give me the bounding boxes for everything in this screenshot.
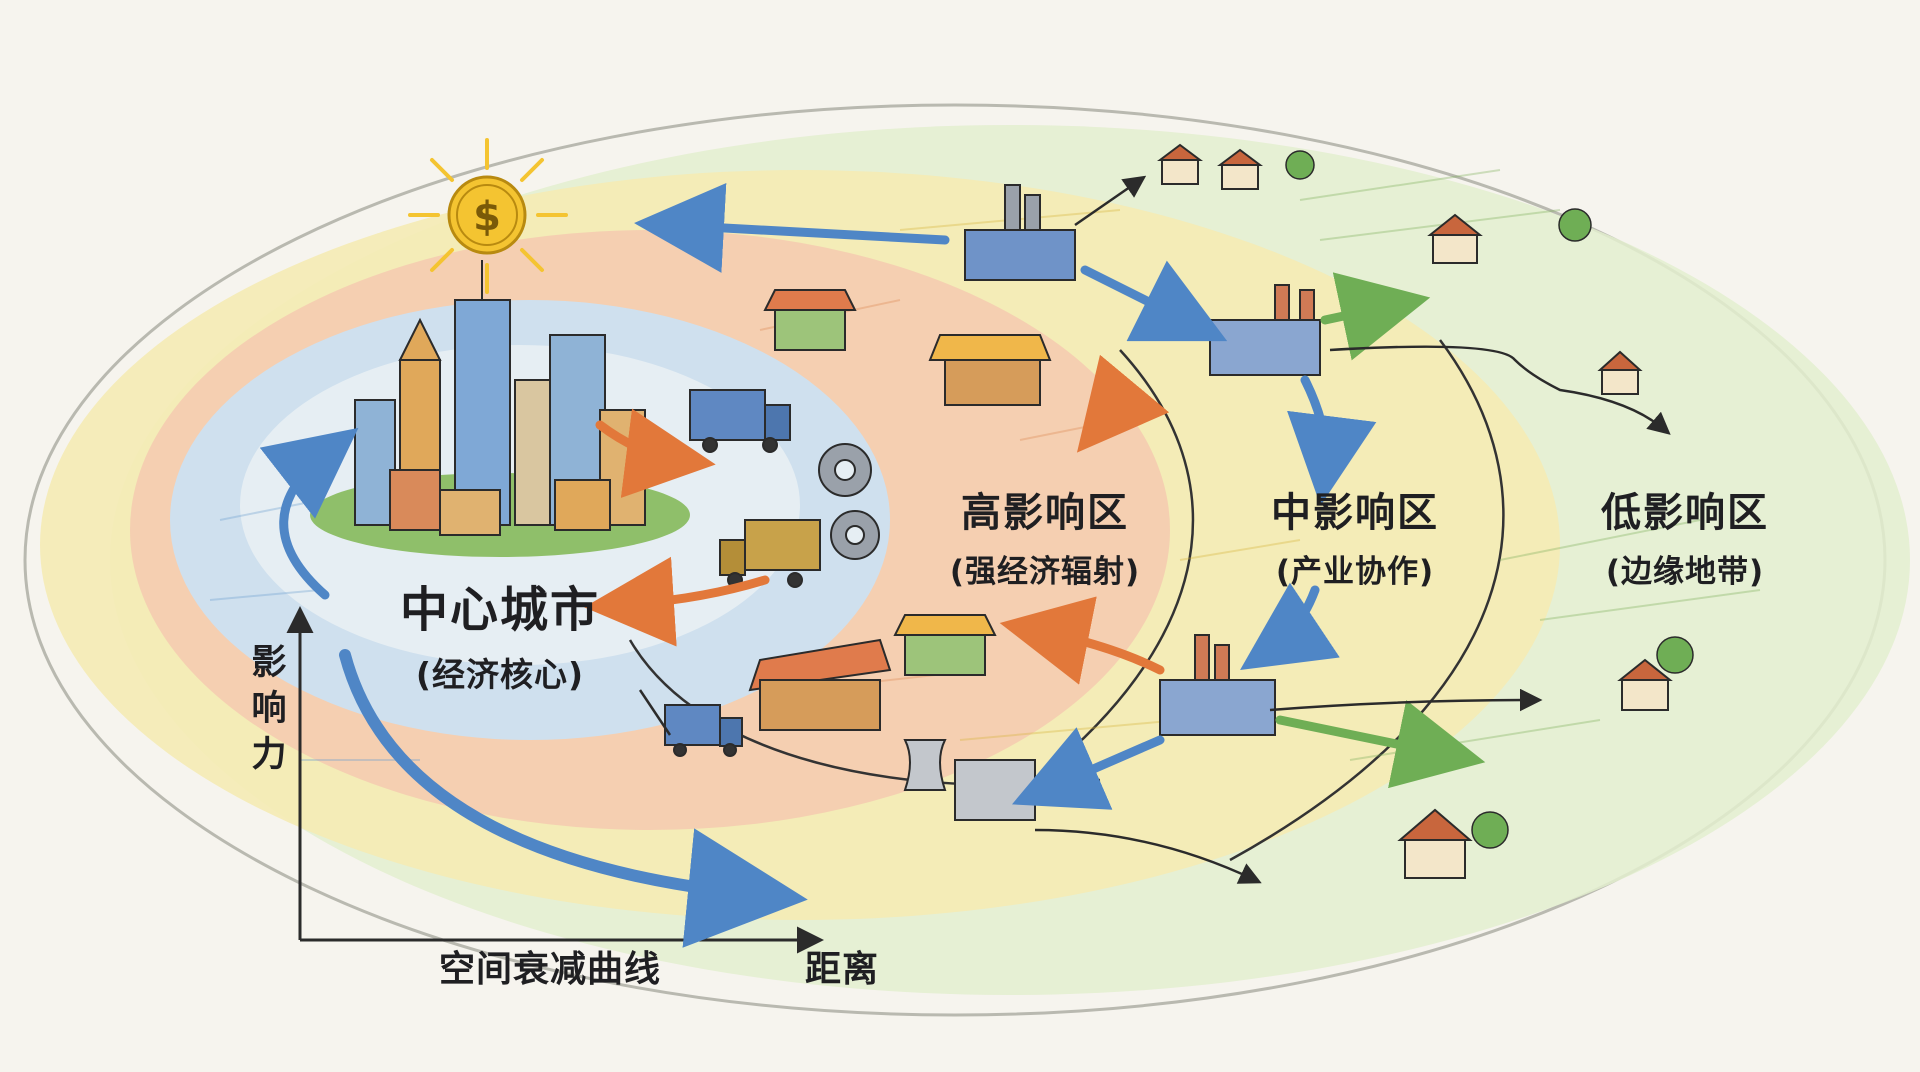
city-skyline-icon — [310, 260, 690, 557]
medium-zone-title: 中影响区 — [1271, 490, 1439, 536]
low-zone-label: 低影响区 (边缘地带) — [1601, 480, 1769, 591]
farm-house-icon — [1157, 143, 1263, 190]
center-zone-subtitle: (经济核心) — [415, 655, 585, 694]
flow-arrows-green — [1275, 272, 1486, 789]
farm-house-icon — [1617, 658, 1673, 711]
coin-symbol: $ — [473, 194, 501, 240]
tree-icon — [1285, 150, 1694, 849]
market-stall-icon — [748, 638, 892, 731]
high-zone-subtitle: (强经济辐射) — [949, 554, 1141, 590]
distance-label: 距离 — [804, 949, 880, 990]
gears-icon — [818, 443, 880, 560]
center-zone-label: 中心城市 (经济核心) — [400, 570, 600, 696]
low-zone-subtitle: (边缘地带) — [1605, 554, 1765, 590]
factory-icon — [1209, 284, 1321, 376]
high-zone-label: 高影响区 (强经济辐射) — [950, 480, 1140, 591]
farm-house-icon — [1597, 350, 1643, 395]
market-stall-icon — [763, 289, 857, 351]
medium-zone-subtitle: (产业协作) — [1275, 554, 1435, 590]
x-axis-label: 空间衰减曲线 — [438, 949, 662, 990]
flow-arrows-orange — [584, 354, 1170, 685]
ring-divider-2 — [1229, 339, 1505, 862]
market-stall-icon — [928, 334, 1052, 406]
farm-house-icon — [1427, 213, 1483, 264]
low-zone-title: 低影响区 — [1601, 490, 1769, 536]
decay-curve-arrow — [339, 649, 808, 948]
factory-icon — [964, 184, 1076, 281]
power-plant-icon — [903, 739, 1036, 821]
sun-coin-icon: $ — [408, 138, 568, 294]
truck-icon — [719, 519, 821, 588]
flow-arrows-thin — [638, 175, 1671, 884]
y-axis-label: 影响力 — [251, 643, 287, 775]
farm-house-icon — [1397, 808, 1473, 879]
high-zone-title: 高影响区 — [961, 490, 1129, 536]
medium-zone-label: 中影响区 (产业协作) — [1271, 480, 1439, 591]
flow-arrows-blue — [259, 183, 1377, 810]
center-zone-title: 中心城市 — [399, 582, 601, 638]
factory-icon — [1159, 634, 1276, 736]
truck-icon — [664, 704, 743, 757]
market-stall-icon — [893, 614, 997, 676]
